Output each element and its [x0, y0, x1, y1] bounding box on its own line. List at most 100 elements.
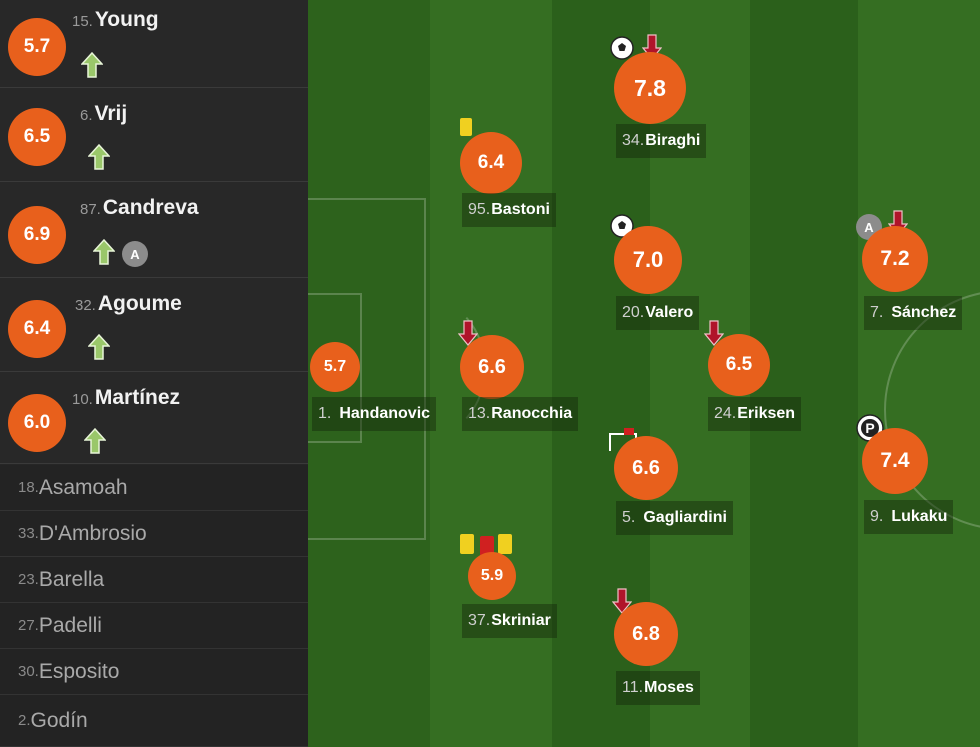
player-name: Vrij [94, 102, 128, 125]
player-number: 6. [80, 107, 93, 124]
player-name: Gagliardini [643, 509, 727, 526]
substitute-row[interactable]: 6.0 10.Martínez [0, 372, 308, 464]
rating-badge: 6.6 [614, 436, 678, 500]
player-name: Lukaku [891, 508, 948, 525]
player-label: 11.Moses [616, 671, 700, 705]
player-label: 7. Sánchez [864, 296, 963, 330]
player-label: 37.Skriniar [462, 604, 557, 638]
player-name: Barella [38, 567, 105, 591]
player-number: 30. [18, 663, 39, 680]
yellow-card-icon [460, 534, 474, 554]
player-name: Valero [645, 304, 694, 321]
player-label: 95.Bastoni [462, 193, 556, 227]
player-name: Bastoni [491, 201, 550, 218]
pitch: 5.7 1. Handanovic 6.4 95.Bastoni 6.6 13.R… [308, 0, 980, 747]
player-label: 1. Handanovic [312, 397, 437, 431]
player-name: Handanovic [339, 405, 431, 422]
player-label: 32.Agoume [75, 292, 182, 316]
player-number: 13. [468, 405, 491, 422]
player-number: 18. [18, 479, 39, 496]
player-name: Biraghi [645, 132, 701, 149]
sub-off-arrow-icon [458, 320, 478, 346]
player-name: Young [94, 8, 159, 31]
rating-badge: 5.7 [310, 342, 360, 392]
bench-row[interactable]: 30.Esposito [0, 649, 308, 695]
player-number: 10. [72, 391, 93, 408]
player-name: Moses [644, 679, 694, 696]
bench-row[interactable]: 33.D'Ambrosio [0, 511, 308, 557]
player-name: Agoume [97, 292, 182, 315]
player-number: 7. [870, 304, 884, 321]
player-number: 23. [18, 571, 39, 588]
substitute-row[interactable]: 6.9 87.Candreva A [0, 182, 308, 278]
player-number: 37. [468, 612, 491, 629]
penalty-goal-icon: P [856, 414, 884, 442]
player-name: Esposito [38, 659, 120, 683]
player-name: Godín [30, 708, 88, 732]
player-label: 6.Vrij [80, 102, 127, 126]
player-name: Martínez [94, 386, 181, 409]
rating-badge: 6.4 [8, 300, 66, 358]
sub-off-arrow-icon [704, 320, 724, 346]
player-name: D'Ambrosio [38, 521, 147, 545]
player-name: Ranocchia [491, 405, 573, 422]
player-label: 10.Martínez [72, 386, 180, 410]
player-label: 34.Biraghi [616, 124, 707, 158]
player-number: 20. [622, 304, 645, 321]
substitute-row[interactable]: 5.7 15.Young [0, 0, 308, 88]
rating-badge: 6.6 [460, 335, 524, 399]
player-number: 34. [622, 132, 645, 149]
player-label: 9.Lukaku [864, 500, 954, 534]
bench-row[interactable]: 2.Godín [0, 695, 308, 747]
rating-badge: 6.8 [614, 602, 678, 666]
player-name: Sánchez [891, 304, 957, 321]
second-yellow-red-card-icon [458, 532, 516, 558]
yellow-card-icon [460, 118, 472, 136]
player-label: 5. Gagliardini [616, 501, 733, 535]
player-number: 27. [18, 617, 39, 634]
assist-badge-icon: A [122, 241, 148, 267]
up-arrow-icon [81, 52, 103, 78]
player-number: 1. [318, 405, 332, 422]
bench-row[interactable]: 23.Barella [0, 557, 308, 603]
up-arrow-icon [84, 428, 106, 454]
player-number: 24. [714, 405, 737, 422]
rating-badge: 6.5 [8, 108, 66, 166]
goal-ball-icon [610, 36, 634, 60]
player-number: 5. [622, 509, 636, 526]
player-number: 2. [18, 712, 31, 729]
svg-text:P: P [865, 420, 874, 436]
rating-badge: 6.9 [8, 206, 66, 264]
substitutes-panel: 5.7 15.Young 6.5 6.Vrij 6.9 87.Candreva … [0, 0, 308, 747]
yellow-card-icon [498, 534, 512, 554]
red-card-icon [480, 536, 494, 556]
bench-row[interactable]: 27.Padelli [0, 603, 308, 649]
player-label: 87.Candreva [80, 196, 199, 220]
bench-row[interactable]: 18.Asamoah [0, 465, 308, 511]
up-arrow-icon [88, 144, 110, 170]
player-number: 33. [18, 525, 39, 542]
rating-badge: 5.9 [468, 552, 516, 600]
rating-badge: 7.2 [862, 226, 928, 292]
substitute-row[interactable]: 6.5 6.Vrij [0, 88, 308, 182]
player-number: 87. [80, 201, 101, 218]
goal-box [308, 293, 362, 443]
player-number: 32. [75, 297, 96, 314]
player-number: 95. [468, 201, 491, 218]
player-name: Skriniar [491, 612, 551, 629]
substitute-row[interactable]: 6.4 32.Agoume [0, 278, 308, 372]
player-label: 13.Ranocchia [462, 397, 579, 431]
rating-badge: 6.4 [460, 132, 522, 194]
up-arrow-icon [93, 239, 115, 265]
player-number: 15. [72, 13, 93, 30]
rating-badge: 6.5 [708, 334, 770, 396]
player-name: Padelli [38, 613, 102, 637]
rating-badge: 5.7 [8, 18, 66, 76]
rating-badge: 7.4 [862, 428, 928, 494]
player-number: 11. [622, 679, 644, 696]
player-label: 24.Eriksen [708, 397, 802, 431]
player-label: 15.Young [72, 8, 159, 32]
up-arrow-icon [88, 334, 110, 360]
rating-badge: 6.0 [8, 394, 66, 452]
player-name: Asamoah [38, 475, 128, 499]
